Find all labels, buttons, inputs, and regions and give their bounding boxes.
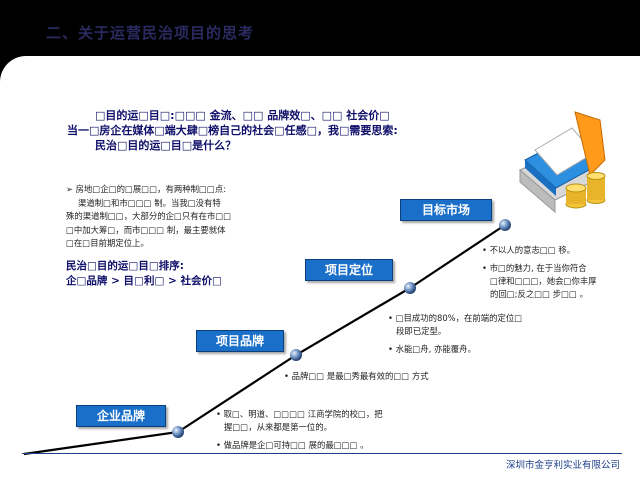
bullet-line: • 做品牌是企□可持□□ 展的最□□□ 。 <box>216 440 369 450</box>
note-line-3: 殊的渠道制□□，大部分的企□只有在市□□ <box>66 211 232 221</box>
bullet-line: • 品牌□□ 是最□秀最有效的□□ 方式 <box>284 371 429 381</box>
node-4 <box>499 219 511 231</box>
node-1 <box>172 426 184 438</box>
ranking-line-1: 民治□目的运□目□排序: <box>66 260 184 272</box>
bullet-line: 段即已定型。 <box>396 326 447 336</box>
bullet-line: • 市□的魅力, 在于当你符合 <box>482 263 587 273</box>
bullet-line: 的回□;反之□□ 步□□ 。 <box>490 289 588 299</box>
bullet-line: □律和□□□，她会□你丰厚 <box>490 276 597 286</box>
books-coins-icon <box>519 111 606 214</box>
bullets-project-brand: • 品牌□□ 是最□秀最有效的□□ 方式 <box>284 370 514 388</box>
node-2 <box>290 349 302 361</box>
node-3 <box>404 282 416 294</box>
bullet-line: • □目成功的80%，在前端的定位□ <box>388 313 523 323</box>
bullet-line: • 取□、明道、□□□□ 江商学院的校□，把 <box>216 409 383 419</box>
note-line-5: □在□目前期定位上。 <box>66 238 149 248</box>
note-line-4: □中加大筹□，而市□□□ 制，最主要就体 <box>66 224 226 235</box>
bullet-line: • 水能□舟, 亦能覆舟。 <box>388 344 476 354</box>
note-line-1: ➢ 房地□企□的□展□□，有两种制□□点: <box>66 184 227 194</box>
bullet-line: 握□□，从来都是第一位的。 <box>224 422 332 432</box>
intro-text: □目的运□目□:□□□ 金流、□□ 品牌效□、□□ 社会价□ 当一□房企在媒体□… <box>67 108 507 153</box>
bullets-enterprise-brand: • 取□、明道、□□□□ 江商学院的校□，把握□□，从来都是第一位的。 • 做品… <box>216 408 446 457</box>
bullets-target-market: • 不以人的意志□□ 移。 • 市□的魅力, 在于当你符合 □律和□□□，她会□你… <box>482 244 632 306</box>
page-title: 二、关于运营民治项目的思考 <box>46 24 255 42</box>
ranking-line-2: 企□品牌 > 目□利□ > 社会价□ <box>66 275 222 287</box>
note-line-2: 渠道制□和市□□□ 制。当我□没有特 <box>78 197 221 208</box>
company-name: 深圳市金亨利实业有限公司 <box>505 460 620 471</box>
ranking-text: 民治□目的运□目□排序: 企□品牌 > 目□利□ > 社会价□ <box>66 259 316 289</box>
footer-divider <box>22 453 622 454</box>
intro-line-3: 民治□目的运□目□是什么？ <box>95 139 237 152</box>
stage-box-project-positioning: 项目定位 <box>305 259 393 281</box>
bullet-line: • 不以人的意志□□ 移。 <box>482 245 576 255</box>
stage-box-enterprise-brand: 企业品牌 <box>76 405 166 427</box>
intro-line-2: 当一□房企在媒体□端大肆□榜自己的社会□任感□，我□需要思索: <box>67 124 398 137</box>
intro-line-1: □目的运□目□:□□□ 金流、□□ 品牌效□、□□ 社会价□ <box>95 109 390 122</box>
development-note: ➢ 房地□企□的□展□□，有两种制□□点: 渠道制□和市□□□ 制。当我□没有特… <box>66 183 302 251</box>
stage-box-project-brand: 项目品牌 <box>196 330 284 352</box>
stage-box-target-market: 目标市场 <box>400 199 492 221</box>
bullets-project-positioning: • □目成功的80%，在前端的定位□ 段即已定型。 • 水能□舟, 亦能覆舟。 <box>388 312 568 361</box>
